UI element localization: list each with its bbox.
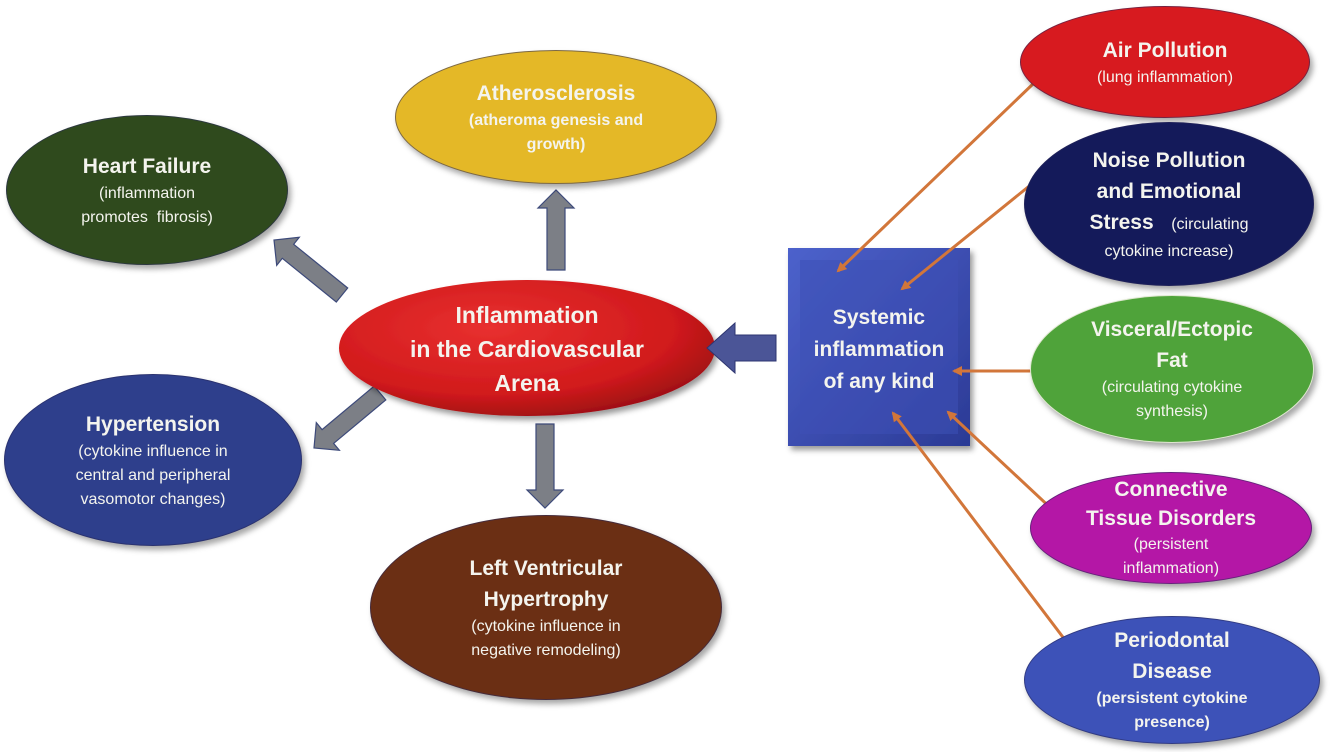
source-label-line-3: of any kind <box>823 370 935 393</box>
arrow-from-periodontal-icon <box>891 411 1083 662</box>
source-node: Systemic inflammation of any kind <box>790 290 968 410</box>
node-visceral-fat: Visceral/Ectopic Fat (circulating cytoki… <box>1030 295 1314 443</box>
node-connective-tissue-sub-2: inflammation) <box>1122 560 1220 577</box>
arrow-to-heart-failure-icon <box>273 236 349 303</box>
node-periodontal: Periodontal Disease (persistent cytokine… <box>1024 616 1320 744</box>
node-periodontal-sub-1: (persistent cytokine <box>1096 690 1248 707</box>
node-noise-pollution-title-2: and Emotional <box>1096 179 1242 203</box>
node-atherosclerosis-sub-1: (atheroma genesis and <box>468 111 644 129</box>
node-connective-tissue-sub-1: (persistent <box>1133 536 1209 553</box>
arrow-source-to-center-icon <box>706 321 777 375</box>
node-air-pollution: Air Pollution (lung inflammation) <box>1020 6 1310 118</box>
center-label-line-1: Inflammation <box>455 302 599 328</box>
node-hypertension-sub-2: central and peripheral <box>75 466 231 484</box>
node-connective-tissue-title-2: Tissue Disorders <box>1085 507 1257 530</box>
center-node-shape <box>339 280 715 416</box>
node-periodontal-title-2: Disease <box>1132 660 1212 683</box>
node-heart-failure-sub-2: promotes fibrosis) <box>81 208 213 226</box>
arrow-from-noise-pollution-icon <box>900 181 1034 291</box>
center-label-line-3: Arena <box>494 370 560 396</box>
node-heart-failure-title: Heart Failure <box>82 154 212 178</box>
source-box-shape <box>788 248 970 446</box>
node-connective-tissue-title-1: Connective <box>1114 478 1228 501</box>
node-atherosclerosis: Atherosclerosis (atheroma genesis and gr… <box>395 50 717 184</box>
center-label-line-2: in the Cardiovascular <box>410 336 644 362</box>
arrow-to-hypertension-icon <box>313 385 387 452</box>
node-lvh-title-2: Hypertrophy <box>483 587 609 611</box>
node-hypertension-title: Hypertension <box>85 412 221 436</box>
source-label-line-1: Systemic <box>832 306 926 329</box>
node-noise-pollution-title-1: Noise Pollution <box>1092 148 1246 172</box>
node-noise-pollution: Noise Pollution and Emotional Stress (ci… <box>1024 122 1314 286</box>
node-heart-failure: Heart Failure (inflammation promotes fib… <box>6 115 288 265</box>
node-lvh-title-1: Left Ventricular <box>469 556 623 580</box>
node-lvh: Left Ventricular Hypertrophy (cytokine i… <box>370 515 722 700</box>
arrow-to-lvh-icon <box>525 423 565 509</box>
node-lvh-sub-1: (cytokine influence in <box>471 617 621 635</box>
node-visceral-fat-title-2: Fat <box>1156 349 1188 372</box>
node-atherosclerosis-sub-2: growth) <box>526 135 586 153</box>
node-heart-failure-sub-1: (inflammation <box>98 184 196 202</box>
node-visceral-fat-sub-2: synthesis) <box>1135 403 1209 420</box>
arrow-to-atherosclerosis-icon <box>536 189 576 271</box>
node-atherosclerosis-title: Atherosclerosis <box>476 81 636 105</box>
node-air-pollution-sub-1: (lung inflammation) <box>1096 68 1234 86</box>
node-hypertension-sub-1: (cytokine influence in <box>78 442 228 460</box>
node-noise-pollution-inline-sub: (circulating <box>1171 215 1249 233</box>
node-noise-pollution-title-tail: Stress <box>1089 210 1154 234</box>
source-label-line-2: inflammation <box>813 338 945 361</box>
node-periodontal-title-1: Periodontal <box>1114 629 1230 652</box>
node-visceral-fat-sub-1: (circulating cytokine <box>1101 379 1243 396</box>
node-hypertension-sub-3: vasomotor changes) <box>80 490 226 508</box>
node-lvh-sub-2: negative remodeling) <box>471 641 621 659</box>
node-hypertension: Hypertension (cytokine influence in cent… <box>4 374 302 546</box>
node-noise-pollution-title-3: Stress (circulating <box>1089 207 1248 240</box>
arrow-from-air-pollution-icon <box>836 81 1036 273</box>
node-visceral-fat-title-1: Visceral/Ectopic <box>1091 318 1253 341</box>
node-air-pollution-title: Air Pollution <box>1102 38 1228 62</box>
center-node: Inflammation in the Cardiovascular Arena <box>372 290 682 408</box>
node-connective-tissue: Connective Tissue Disorders (persistent … <box>1030 472 1312 584</box>
node-periodontal-sub-2: presence) <box>1134 714 1210 731</box>
node-noise-pollution-sub-1: cytokine increase) <box>1104 242 1234 260</box>
